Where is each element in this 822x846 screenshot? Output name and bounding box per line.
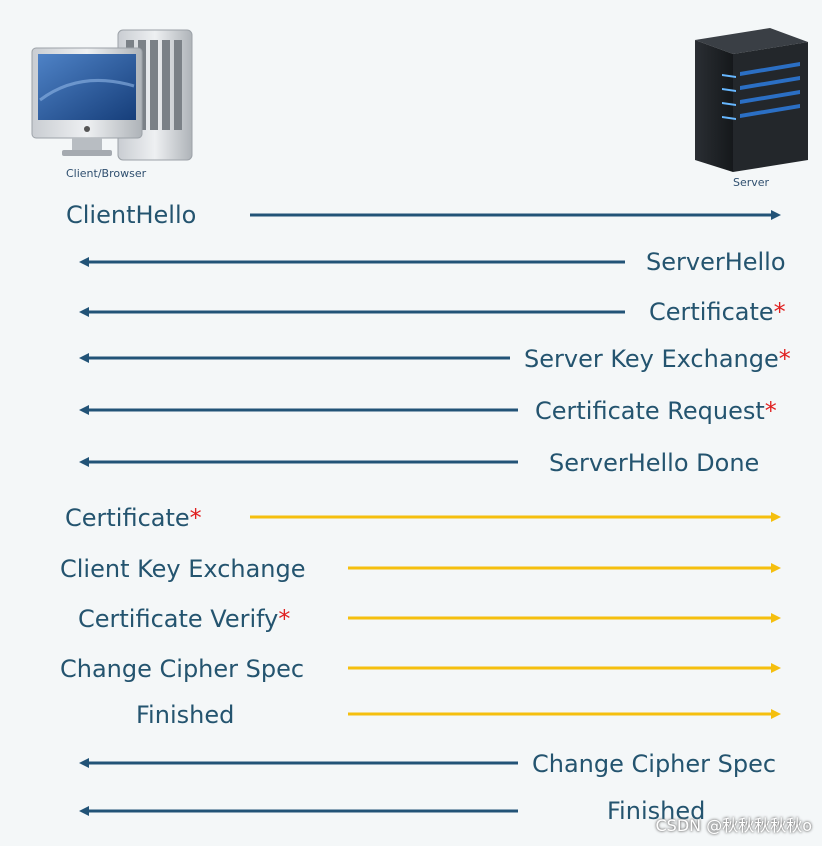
server-icon — [695, 28, 808, 172]
message-label-certificate-server: Certificate* — [649, 298, 786, 326]
message-text: Change Cipher Spec — [532, 750, 777, 778]
message-text: Certificate Verify — [78, 605, 279, 633]
optional-star: * — [189, 504, 202, 532]
message-label-serverhello-done: ServerHello Done — [549, 449, 759, 477]
message-label-finished-server: Finished — [607, 797, 705, 825]
message-label-change-cipher-spec-server: Change Cipher Spec — [532, 750, 776, 778]
message-label-certificate-client: Certificate* — [65, 504, 202, 532]
computer-icon — [31, 29, 193, 161]
message-label-client-key-exchange: Client Key Exchange — [60, 555, 306, 583]
watermark: CSDN @秋秋秋秋秋o — [655, 816, 813, 835]
message-label-certificate-verify: Certificate Verify* — [78, 605, 290, 633]
message-label-server-hello: ServerHello — [646, 248, 786, 276]
message-text: ClientHello — [66, 201, 197, 229]
message-label-change-cipher-spec-client: Change Cipher Spec — [60, 655, 304, 683]
message-label-finished-client: Finished — [136, 701, 234, 729]
message-text: Certificate — [649, 298, 774, 326]
message-text: Certificate Request — [535, 397, 765, 425]
optional-star: * — [278, 605, 291, 633]
message-text: Server Key Exchange — [524, 345, 779, 373]
client-label: Client/Browser — [66, 167, 147, 180]
message-text: ServerHello Done — [549, 449, 760, 477]
arrows-group — [79, 210, 781, 816]
message-text: Certificate — [65, 504, 190, 532]
message-text: Finished — [136, 701, 235, 729]
optional-star: * — [773, 298, 786, 326]
message-text: ServerHello — [646, 248, 786, 276]
message-text: Finished — [607, 797, 706, 825]
message-text: Client Key Exchange — [60, 555, 306, 583]
server-label: Server — [733, 176, 770, 189]
optional-star: * — [764, 397, 777, 425]
message-label-certificate-request: Certificate Request* — [535, 397, 777, 425]
message-label-server-key-exchange: Server Key Exchange* — [524, 345, 791, 373]
optional-star: * — [778, 345, 791, 373]
message-text: Change Cipher Spec — [60, 655, 305, 683]
message-label-client-hello: ClientHello — [66, 201, 196, 229]
